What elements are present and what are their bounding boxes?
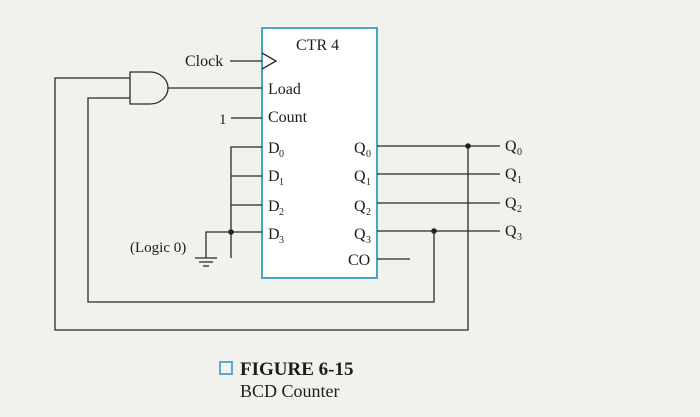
caption-title: FIGURE 6-15 <box>240 359 353 380</box>
out-label-q0-sub: 0 <box>517 147 522 158</box>
square-outline-icon <box>219 361 233 375</box>
feedback-wire-q0 <box>54 77 469 331</box>
logic-one-label: 1 <box>219 112 227 128</box>
q3-junction-dot <box>431 228 437 234</box>
input-load: Load <box>268 81 301 98</box>
output-q2-sub: 2 <box>366 207 371 218</box>
logic-zero-label: (Logic 0) <box>130 240 186 256</box>
output-q0: Q <box>354 140 366 157</box>
caption-subtitle: BCD Counter <box>240 381 340 401</box>
input-d1-sub: 1 <box>279 177 284 188</box>
output-q2: Q <box>354 198 366 215</box>
out-label-q1-sub: 1 <box>517 175 522 186</box>
and-gate-icon <box>129 71 169 105</box>
out-label-q2: Q <box>505 195 517 212</box>
ground-wire <box>205 231 231 258</box>
input-d3: D <box>268 226 280 243</box>
clock-triangle-icon <box>261 52 278 70</box>
input-d1: D <box>268 168 280 185</box>
input-d3-sub: 3 <box>279 235 284 246</box>
q0-junction-dot <box>465 143 471 149</box>
output-q3-sub: 3 <box>366 235 371 246</box>
output-q1: Q <box>354 168 366 185</box>
input-count: Count <box>268 109 308 126</box>
output-q0-sub: 0 <box>366 149 371 160</box>
chip-title: CTR 4 <box>296 37 339 54</box>
input-d2: D <box>268 198 280 215</box>
input-d2-sub: 2 <box>279 207 284 218</box>
out-label-q0: Q <box>505 138 517 155</box>
out-label-q3: Q <box>505 223 517 240</box>
output-q3: Q <box>354 226 366 243</box>
feedback-wire-q3 <box>87 97 435 303</box>
input-d0: D <box>268 140 280 157</box>
input-d0-sub: 0 <box>279 149 284 160</box>
out-label-q2-sub: 2 <box>517 204 522 215</box>
output-q1-sub: 1 <box>366 177 371 188</box>
out-label-q3-sub: 3 <box>517 232 522 243</box>
ctr4-chip <box>261 27 378 279</box>
clock-label: Clock <box>185 53 223 70</box>
output-co: CO <box>348 252 370 269</box>
out-label-q1: Q <box>505 166 517 183</box>
data-bus-wire <box>230 146 262 258</box>
